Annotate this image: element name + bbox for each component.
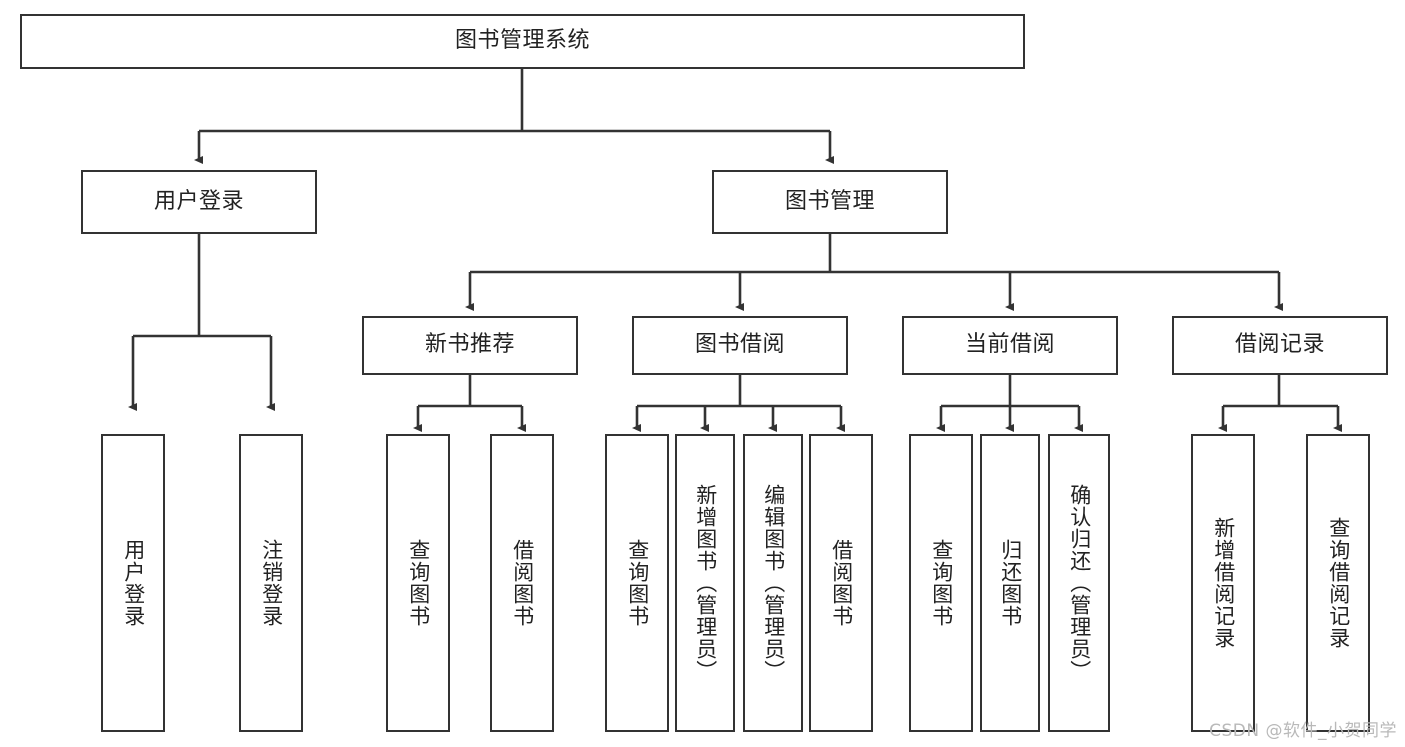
node-label: 查询借阅记录 [1326, 517, 1351, 649]
node-label: 查询图书 [929, 539, 954, 627]
leaf-edit-book-admin[interactable]: 编辑图书（管理员） [743, 434, 803, 732]
leaf-query-book-current[interactable]: 查询图书 [909, 434, 973, 732]
node-label: 图书管理 [784, 188, 875, 214]
node-book-management[interactable]: 图书管理 [712, 170, 948, 234]
leaf-query-borrow-record[interactable]: 查询借阅记录 [1306, 434, 1370, 732]
node-borrow-records[interactable]: 借阅记录 [1172, 316, 1388, 375]
node-label: 用户登录 [153, 188, 244, 214]
node-label: 用户登录 [121, 539, 146, 627]
node-label: 注销登录 [259, 539, 284, 627]
node-root-system[interactable]: 图书管理系统 [20, 14, 1025, 69]
node-label: 新书推荐 [424, 332, 515, 358]
leaf-logout[interactable]: 注销登录 [239, 434, 303, 732]
node-label: 查询图书 [406, 539, 431, 627]
node-label: 借阅记录 [1234, 332, 1325, 358]
node-current-borrowing[interactable]: 当前借阅 [902, 316, 1118, 375]
leaf-add-borrow-record[interactable]: 新增借阅记录 [1191, 434, 1255, 732]
node-book-borrowing[interactable]: 图书借阅 [632, 316, 848, 375]
node-new-book-recommendation[interactable]: 新书推荐 [362, 316, 578, 375]
node-label: 借阅图书 [829, 539, 854, 627]
csdn-watermark: CSDN @软件_小贺同学 [1209, 721, 1397, 741]
node-label: 新增图书（管理员） [693, 484, 718, 682]
leaf-borrow-book[interactable]: 借阅图书 [809, 434, 873, 732]
node-label: 查询图书 [625, 539, 650, 627]
leaf-query-book-borrow[interactable]: 查询图书 [605, 434, 669, 732]
node-label: 借阅图书 [510, 539, 535, 627]
leaf-add-book-admin[interactable]: 新增图书（管理员） [675, 434, 735, 732]
leaf-user-login[interactable]: 用户登录 [101, 434, 165, 732]
node-label: 编辑图书（管理员） [761, 484, 786, 682]
node-label: 确认归还（管理员） [1067, 484, 1092, 682]
node-label: 归还图书 [998, 539, 1023, 627]
node-label: 当前借阅 [964, 332, 1055, 358]
leaf-borrow-book-recommend[interactable]: 借阅图书 [490, 434, 554, 732]
node-label: 图书管理系统 [454, 28, 590, 54]
node-label: 图书借阅 [694, 332, 785, 358]
leaf-confirm-return-admin[interactable]: 确认归还（管理员） [1048, 434, 1110, 732]
leaf-query-book-recommend[interactable]: 查询图书 [386, 434, 450, 732]
node-user-login[interactable]: 用户登录 [81, 170, 317, 234]
leaf-return-book[interactable]: 归还图书 [980, 434, 1040, 732]
node-label: 新增借阅记录 [1211, 517, 1236, 649]
